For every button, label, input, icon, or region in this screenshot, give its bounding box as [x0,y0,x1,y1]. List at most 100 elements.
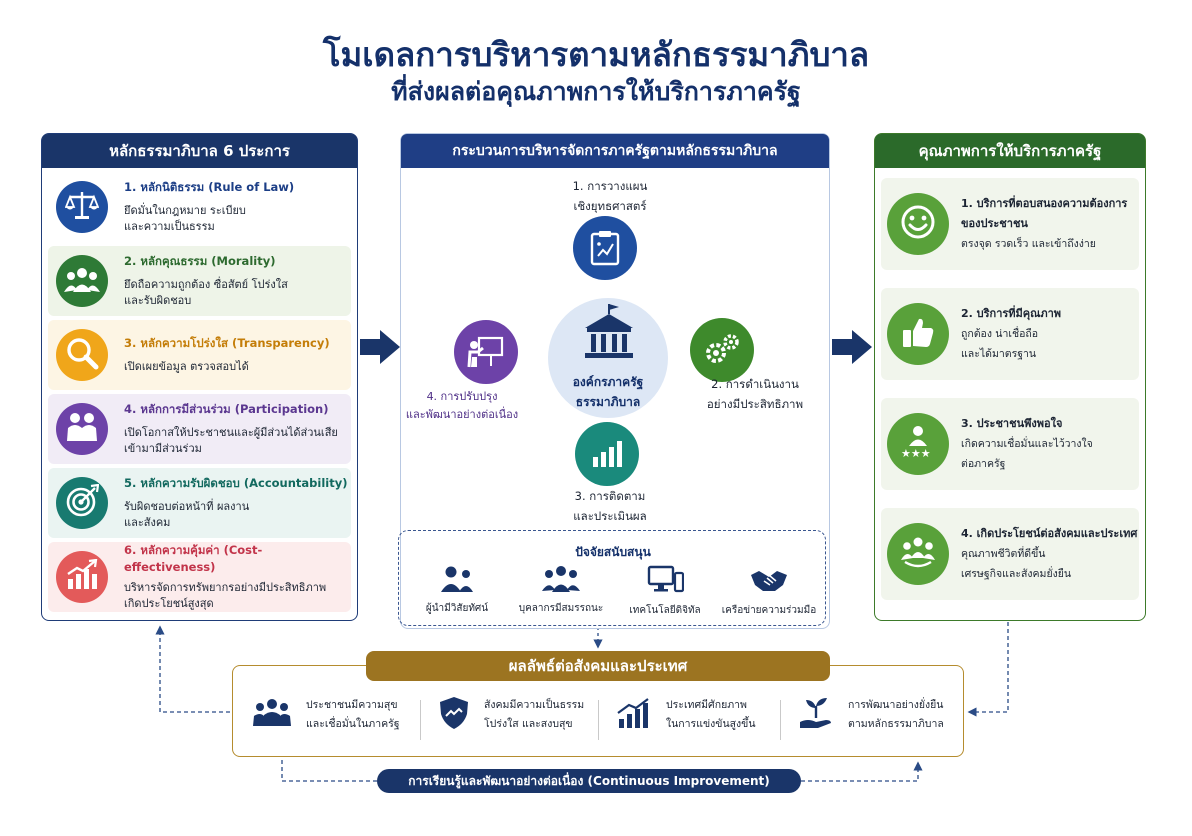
support-factors-box: ปัจจัยสนับสนุน ผู้นำมีวิสัยทัศน์ บุคลากร… [398,530,826,626]
principle-icon-circle [56,551,108,603]
step-3-circle [575,422,639,486]
divider [780,700,781,740]
result-label: สังคมมีความเป็นธรรม โปร่งใส และสงบสุข [484,699,585,730]
principle-description: บริหารจัดการทรัพยากรอย่างมีประสิทธิภาพ เ… [124,581,327,610]
presentation-icon [467,336,504,368]
quality-description: ถูกต้อง น่าเชื่อถือ และได้มาตรฐาน [961,328,1039,360]
shield-icon [438,696,470,734]
principle-title: 4. หลักการมีส่วนร่วม (Participation) [124,402,329,416]
result-item: สังคมมีความเป็นธรรม โปร่งใส และสงบสุข [438,693,584,737]
quality-description: เกิดความเชื่อมั่นและไว้วางใจ ต่อภาครัฐ [961,438,1093,470]
principle-title: 6. หลักความคุ้มค่า (Cost-effectiveness) [124,543,263,574]
principle-description: เปิดเผยข้อมูล ตรวจสอบได้ [124,360,249,373]
result-label: ประชาชนมีความสุข และเชื่อมั่นในภาครัฐ [306,699,400,730]
quality-title: 2. บริการที่มีคุณภาพ [961,307,1062,320]
panel-header: คุณภาพการให้บริการภาครัฐ [875,134,1145,168]
step-2-circle [690,318,754,382]
participants-icon [64,411,100,447]
principle-icon-circle [56,255,108,307]
service-quality-item: 2. บริการที่มีคุณภาพ ถูกต้อง น่าเชื่อถือ… [881,288,1139,380]
result-item: การพัฒนาอย่างยั่งยืน ตามหลักธรรมาภิบาล [798,693,944,737]
principle-title: 2. หลักคุณธรรม (Morality) [124,254,276,268]
principle-icon-circle [56,403,108,455]
support-factor-label: เทคโนโลยีดิจิทัล [629,605,701,616]
government-building-icon [585,304,633,358]
continuous-improvement-bar: การเรียนรู้และพัฒนาอย่างต่อเนื่อง (Conti… [377,769,801,793]
community-icon [899,534,937,574]
quality-description: คุณภาพชีวิตที่ดีขึ้น เศรษฐกิจและสังคมยั่… [961,548,1072,580]
quality-title: 3. ประชาชนพึงพอใจ [961,417,1063,430]
support-factor: เทคโนโลยีดิจิทัล [613,565,717,618]
result-label: การพัฒนาอย่างยั่งยืน ตามหลักธรรมาภิบาล [848,699,944,730]
support-factor-label: บุคลากรมีสมรรถนะ [518,603,604,614]
main-subtitle: ที่ส่งผลต่อคุณภาพการให้บริการภาครัฐ [391,77,801,106]
target-icon [65,483,100,522]
smiley-icon [899,203,937,245]
step-4-circle [454,320,518,384]
principle-description: เปิดโอกาสให้ประชาชนและผู้มีส่วนได้ส่วนเส… [124,426,338,455]
principle-title: 1. หลักนิติธรรม (Rule of Law) [124,180,295,194]
principle-icon-circle [56,329,108,381]
principle-item: 6. หลักความคุ้มค่า (Cost-effectiveness) … [48,542,351,612]
growth-chart-icon [65,558,99,595]
support-factor: เครือข่ายความร่วมมือ [717,565,821,618]
rising-chart-icon [616,697,652,733]
principle-title: 5. หลักความรับผิดชอบ (Accountability) [124,476,348,490]
divider [420,700,421,740]
principle-icon-circle [56,477,108,529]
quality-description: ตรงจุด รวดเร็ว และเข้าถึงง่าย [961,238,1096,250]
bar-chart-icon [593,441,622,467]
thumbs-up-icon [900,314,936,354]
quality-icon-circle [887,523,949,585]
handshake-icon [717,565,821,599]
support-factor: บุคลากรมีสมรรถนะ [509,565,613,616]
citizens-icon [252,698,292,732]
principle-description: รับผิดชอบต่อหน้าที่ ผลงาน และสังคม [124,500,250,529]
people-group-icon [64,264,100,298]
service-quality-item: 1. บริการที่ตอบสนองความต้องการ ของประชาช… [881,178,1139,270]
quality-icon-circle [887,303,949,365]
clipboard-plan-icon [590,231,620,266]
principle-item: 3. หลักความโปร่งใส (Transparency) เปิดเผ… [48,320,351,390]
quality-title: 4. เกิดประโยชน์ต่อสังคมและประเทศ [961,527,1138,540]
step-3-label: 3. การติดตาม และประเมินผล [573,489,647,523]
plant-hand-icon [798,696,834,734]
scales-icon [64,189,100,225]
staff-icon [509,565,613,597]
leader-icon [405,565,509,597]
result-item: ประชาชนมีความสุข และเชื่อมั่นในภาครัฐ [252,693,400,737]
principle-item: 2. หลักคุณธรรม (Morality) ยึดถือความถูกต… [48,246,351,316]
step-4-label: 4. การปรับปรุง และพัฒนาอย่างต่อเนื่อง [405,390,519,421]
divider [598,700,599,740]
step-1-label: 1. การวางแผน เชิงยุทธศาสตร์ [572,179,648,213]
support-title: ปัจจัยสนับสนุน [575,545,651,559]
arrow-right-icon [360,330,400,364]
arrow-right-icon [832,330,872,364]
service-quality-item: 4. เกิดประโยชน์ต่อสังคมและประเทศ คุณภาพช… [881,508,1139,600]
panel-header: กระบวนการบริหารจัดการภาครัฐตามหลักธรรมาภ… [401,134,829,168]
org-label: องค์กรภาครัฐ ธรรมาภิบาล [572,375,644,409]
result-item: ประเทศมีศักยภาพ ในการแข่งขันสูงขึ้น [616,693,756,737]
support-factor-label: เครือข่ายความร่วมมือ [721,605,817,616]
principle-title: 3. หลักความโปร่งใส (Transparency) [124,336,330,350]
gears-icon [706,334,739,363]
principle-description: ยึดมั่นในกฎหมาย ระเบียบ และความเป็นธรรม [124,204,246,233]
service-quality-item: ★★★ 3. ประชาชนพึงพอใจ เกิดความเชื่อมั่นแ… [881,398,1139,490]
principle-item: 4. หลักการมีส่วนร่วม (Participation) เปิ… [48,394,351,464]
governance-principles-panel: หลักธรรมาภิบาล 6 ประการ 1. หลักนิติธรรม … [41,133,358,621]
computer-icon [613,565,717,599]
principle-item: 5. หลักความรับผิดชอบ (Accountability) รั… [48,468,351,538]
step-2-label: 2. การดำเนินงาน อย่างมีประสิทธิภาพ [706,377,804,411]
result-label: ประเทศมีศักยภาพ ในการแข่งขันสูงขึ้น [666,699,756,730]
principle-item: 1. หลักนิติธรรม (Rule of Law) ยึดมั่นในก… [48,172,351,242]
step-1-circle [573,216,637,280]
panel-header: หลักธรรมาภิบาล 6 ประการ [42,134,357,168]
support-factor-label: ผู้นำมีวิสัยทัศน์ [425,603,489,614]
quality-icon-circle [887,193,949,255]
quality-icon-circle: ★★★ [887,413,949,475]
principle-icon-circle [56,181,108,233]
rating-person-icon: ★★★ [899,424,937,464]
service-quality-panel: คุณภาพการให้บริการภาครัฐ 1. บริการที่ตอบ… [874,133,1146,621]
quality-title: 1. บริการที่ตอบสนองความต้องการ ของประชาช… [961,197,1128,230]
results-header: ผลลัพธ์ต่อสังคมและประเทศ [366,651,830,681]
